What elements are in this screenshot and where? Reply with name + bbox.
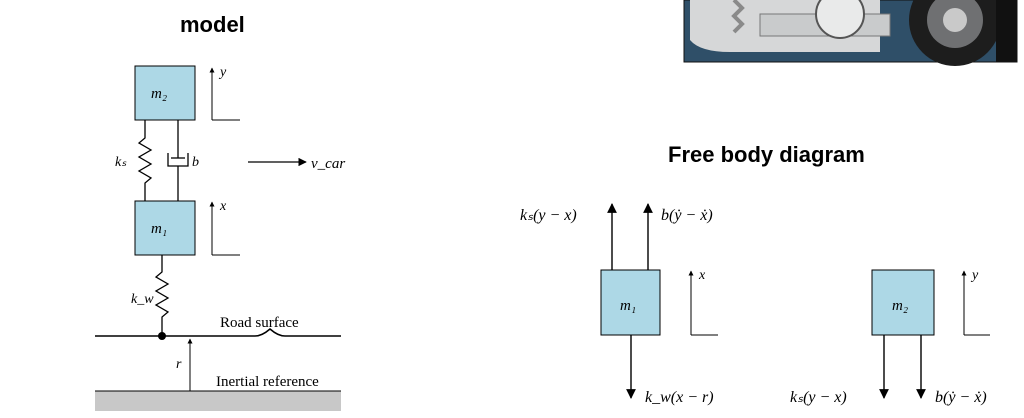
force-spring-up-label: kₛ(y − x) [520,207,577,224]
fbd-coord-y-indicator [961,270,990,336]
quarter-car-model: m₂ m₁ kₛ b k_w v_car y x r Road surface … [95,65,345,411]
model-mass-m1-label: m₁ [151,221,167,237]
damper-label: b [192,155,199,170]
fbd-coord-y-label: y [970,268,979,283]
fbd-mass-m2 [871,269,935,336]
road-contact-point [158,332,166,340]
coord-y-label: y [218,65,227,80]
fbd-mass-m1 [600,269,661,336]
fbd-mass-m2-label: m₂ [892,298,908,314]
fbd-mass-m1-label: m₁ [620,298,636,314]
road-input-label: r [176,357,182,372]
tire-spring [154,255,170,336]
tire-spring-label: k_w [131,292,154,307]
ground-hatch [95,391,341,411]
suspension-spring-label: kₛ [115,155,127,170]
coord-y-indicator [209,67,240,121]
fbd-title: Free body diagram [668,142,865,167]
model-mass-m2-label: m₂ [151,86,167,102]
free-body-diagram: m₁ m₂ x y kₛ(y − x) b(ẏ − ẋ) k_w(x − r) … [520,203,990,406]
fbd-coord-x-indicator [688,270,718,336]
force-damper-down-label: b(ẏ − ẋ) [935,389,987,406]
model-mass-m1 [134,200,196,256]
suspension-spring [137,120,153,201]
model-mass-m2 [134,65,196,121]
road-surface-line [95,328,341,337]
force-tire-down-label: k_w(x − r) [645,389,714,406]
road-surface-label: Road surface [220,315,299,331]
suspension-damper [167,120,189,201]
coord-x-label: x [219,199,227,214]
fbd-coord-x-label: x [698,268,706,283]
force-damper-up-label: b(ẏ − ẋ) [661,207,713,224]
force-spring-down-label: kₛ(y − x) [790,389,847,406]
car-suspension-photo-icon [683,0,1018,66]
model-title: model [180,12,245,37]
coord-x-indicator [209,201,240,256]
velocity-label: v_car [311,156,345,172]
inertial-reference-label: Inertial reference [216,374,319,390]
